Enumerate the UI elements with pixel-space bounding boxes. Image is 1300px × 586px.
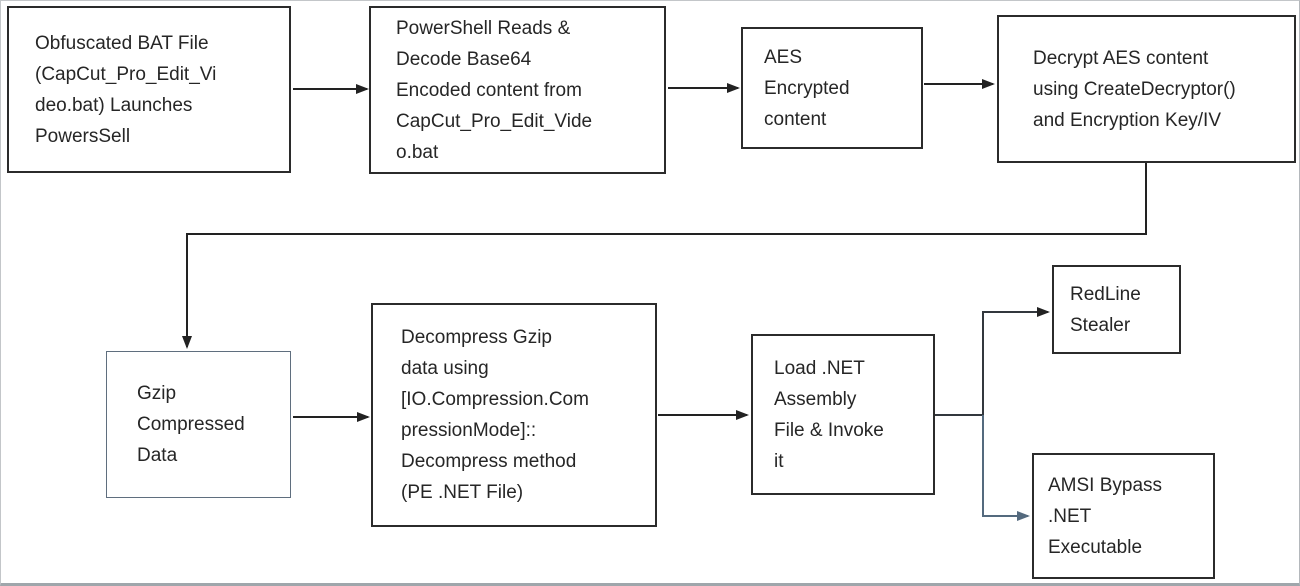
node-amsi-bypass-executable: AMSI Bypass .NET Executable [1032, 453, 1215, 579]
arrow-load-to-redline [935, 307, 1050, 416]
arrow-load-to-amsi [982, 415, 1030, 521]
node-gzip-compressed-data: Gzip Compressed Data [106, 351, 291, 498]
node-load-dotnet-assembly: Load .NET Assembly File & Invoke it [751, 334, 935, 495]
arrow-decrypt-to-gzip [182, 163, 1147, 349]
node-powershell-decode-base64: PowerShell Reads & Decode Base64 Encoded… [369, 6, 666, 174]
node-decrypt-aes-content: Decrypt AES content using CreateDecrypto… [997, 15, 1296, 163]
node-redline-stealer: RedLine Stealer [1052, 265, 1181, 354]
node-decompress-gzip: Decompress Gzip data using [IO.Compressi… [371, 303, 657, 527]
node-aes-encrypted-content: AES Encrypted content [741, 27, 923, 149]
node-obfuscated-bat-file: Obfuscated BAT File (CapCut_Pro_Edit_Vi … [7, 6, 291, 173]
